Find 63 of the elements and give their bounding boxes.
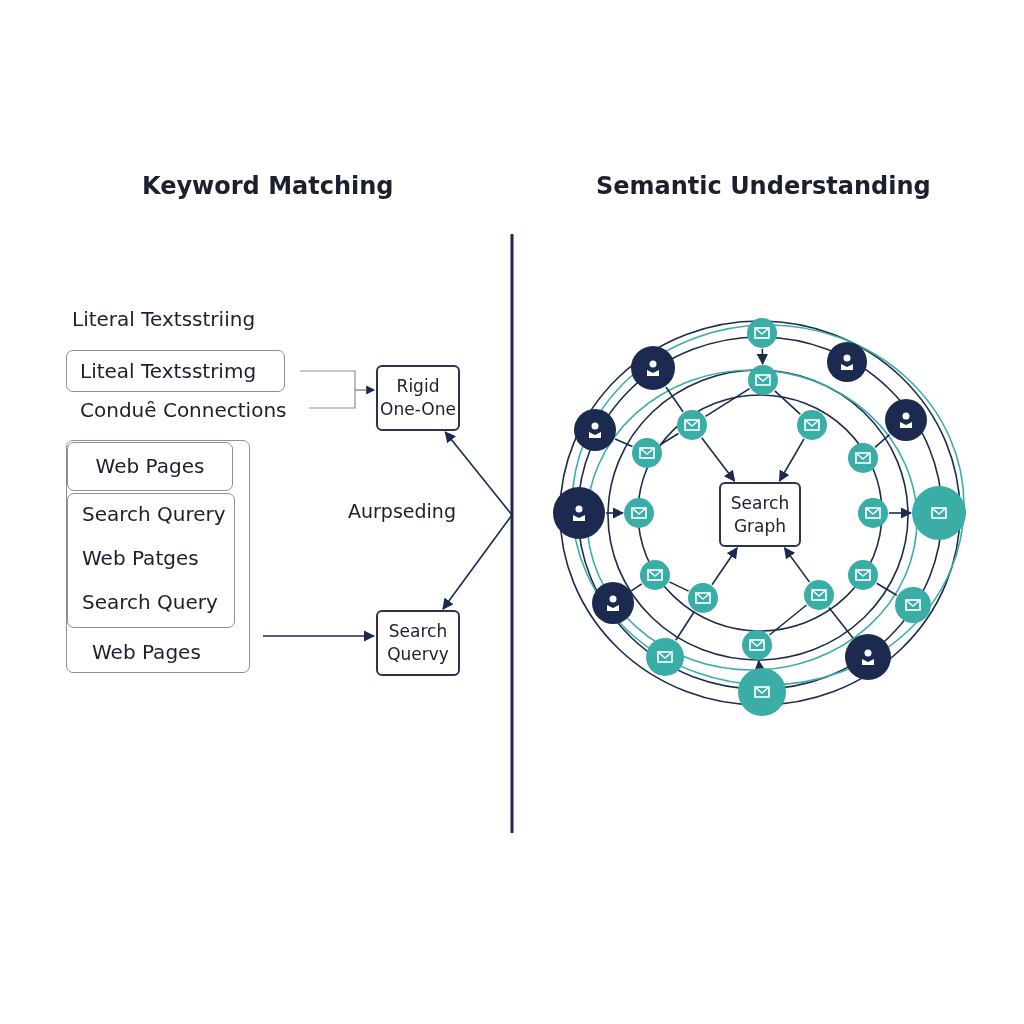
arrow [262, 630, 376, 642]
network-node [688, 583, 718, 613]
network-node [747, 318, 777, 348]
section-heading: Semantic Understanding [596, 172, 931, 200]
connector-line [875, 582, 898, 596]
network-node [738, 668, 786, 716]
connector-line [665, 386, 684, 413]
text-label: Literal Textsstriing [72, 307, 256, 331]
network-node [848, 560, 878, 590]
connector-line [630, 583, 643, 592]
arrow [605, 507, 625, 519]
connector-line [614, 438, 634, 448]
arrow [783, 547, 811, 583]
text-box: Search Graph [719, 482, 801, 547]
arrow [444, 431, 513, 516]
network-node [677, 410, 707, 440]
network-node [624, 498, 654, 528]
list-item-text: Search Query [82, 590, 218, 614]
network-node [845, 634, 891, 680]
list-item-text: Search Qurery [82, 502, 226, 526]
arrow [756, 348, 769, 366]
arrow [711, 547, 738, 586]
list-box [67, 493, 235, 628]
network-node [848, 443, 878, 473]
arrow [700, 436, 736, 482]
list-item-text: Web Patges [82, 546, 199, 570]
network-node [858, 498, 888, 528]
text-box: Search Quervy [376, 610, 460, 676]
network-node [912, 486, 966, 540]
group-box [66, 440, 250, 673]
text-box: Rigid One-One [376, 365, 460, 431]
connector-line [704, 387, 751, 418]
network-node [640, 560, 670, 590]
network-node [885, 399, 927, 441]
connector-line [675, 610, 696, 641]
connector-line [828, 606, 854, 639]
connector-line [668, 581, 690, 592]
section-heading: Keyword Matching [142, 172, 394, 200]
network-node [553, 487, 605, 539]
connector-line [659, 432, 680, 446]
bracket-arrow [308, 385, 375, 409]
network-node [804, 580, 834, 610]
arrow [442, 514, 513, 610]
network-node [574, 409, 616, 451]
text-box: Liteal Textsstrimg [66, 350, 285, 392]
network-node [827, 342, 867, 382]
network-node [742, 630, 772, 660]
text-label: Aurpseding [348, 500, 456, 522]
network-node [895, 587, 931, 623]
connector-line [874, 433, 891, 449]
network-node [797, 410, 827, 440]
connector-line [768, 604, 808, 636]
network-node [748, 365, 778, 395]
box-text: Web Pages [92, 640, 201, 664]
network-node [632, 438, 662, 468]
network-node [646, 638, 684, 676]
text-label: Conduȇ Connections [80, 398, 294, 430]
arrow [778, 438, 805, 482]
network-node [592, 582, 634, 624]
connector-line [774, 390, 801, 415]
network-node [631, 346, 675, 390]
text-box: Web Pages [67, 442, 233, 491]
arrow [888, 507, 913, 519]
